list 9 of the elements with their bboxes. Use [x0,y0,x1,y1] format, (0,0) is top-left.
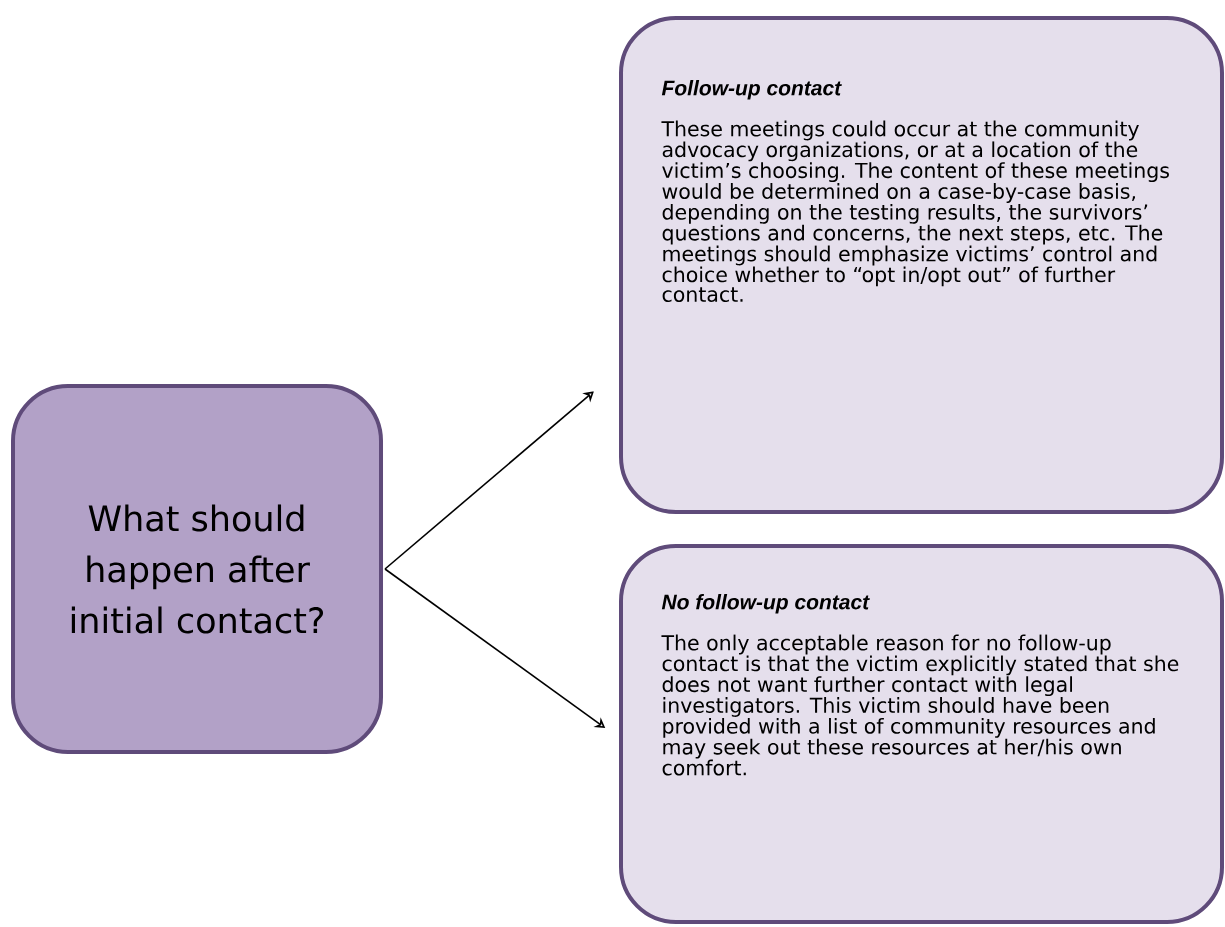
rounded-box [619,544,1224,924]
body-text: The only acceptable reason for no follow-up contact is that the victim explicitly stated that she does not want further contact with legal investigators. This victim should have been provided with a list of community resources and may seek out these resources at her/his own comfort. [661,634,1179,776]
arrow [384,391,594,570]
rounded-box [11,384,383,754]
heading: Follow-up contact [661,80,842,100]
rounded-box [619,16,1224,514]
body-text: These meetings could occur at the community advocacy organizations, or at a location of the victim’s choosing. The content of these meetings would be determined on a case-by-case basis, depending on the testing results, the survivors’ questions and concerns, the next steps, etc. The meetings should emphasize victims’ control and choice whether to “opt in/opt out” of further contact. [661,120,1169,302]
heading: No follow-up contact [661,594,870,614]
question-text: What should happen after initial contact? [71,504,324,634]
